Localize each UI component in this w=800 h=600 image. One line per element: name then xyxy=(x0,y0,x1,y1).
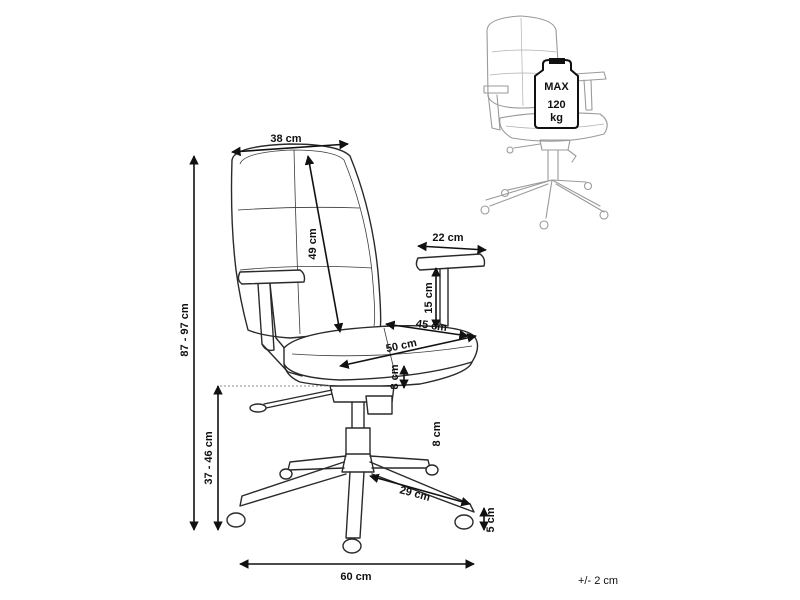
label-leg-length: 29 cm xyxy=(398,484,431,504)
label-backrest-height: 49 cm xyxy=(307,228,319,259)
label-caster-height: 5 cm xyxy=(485,507,497,532)
label-armrest-width: 22 cm xyxy=(432,232,463,244)
label-base-width: 60 cm xyxy=(340,571,371,583)
reference-chair-illustration xyxy=(480,15,609,230)
badge-weight-value: 120 xyxy=(547,99,565,111)
label-seat-depth: 45 cm xyxy=(415,318,448,334)
badge-unit-text: kg xyxy=(550,112,563,124)
dimension-labels: 38 cm 49 cm 87 - 97 cm 37 - 46 cm 22 cm … xyxy=(179,133,618,587)
label-backrest-width: 38 cm xyxy=(270,133,301,145)
dimension-lines xyxy=(189,139,489,569)
tolerance-note: +/- 2 cm xyxy=(578,575,618,587)
label-seat-thickness: 8 cm xyxy=(389,364,401,389)
label-seat-height: 37 - 46 cm xyxy=(203,431,215,484)
label-gas-lift: 8 cm xyxy=(431,421,443,446)
main-chair-illustration xyxy=(226,143,486,554)
label-total-height: 87 - 97 cm xyxy=(179,303,191,356)
badge-max-text: MAX xyxy=(544,81,569,93)
label-armrest-height: 15 cm xyxy=(423,282,435,313)
max-weight-badge: MAX 120 kg xyxy=(534,58,579,129)
